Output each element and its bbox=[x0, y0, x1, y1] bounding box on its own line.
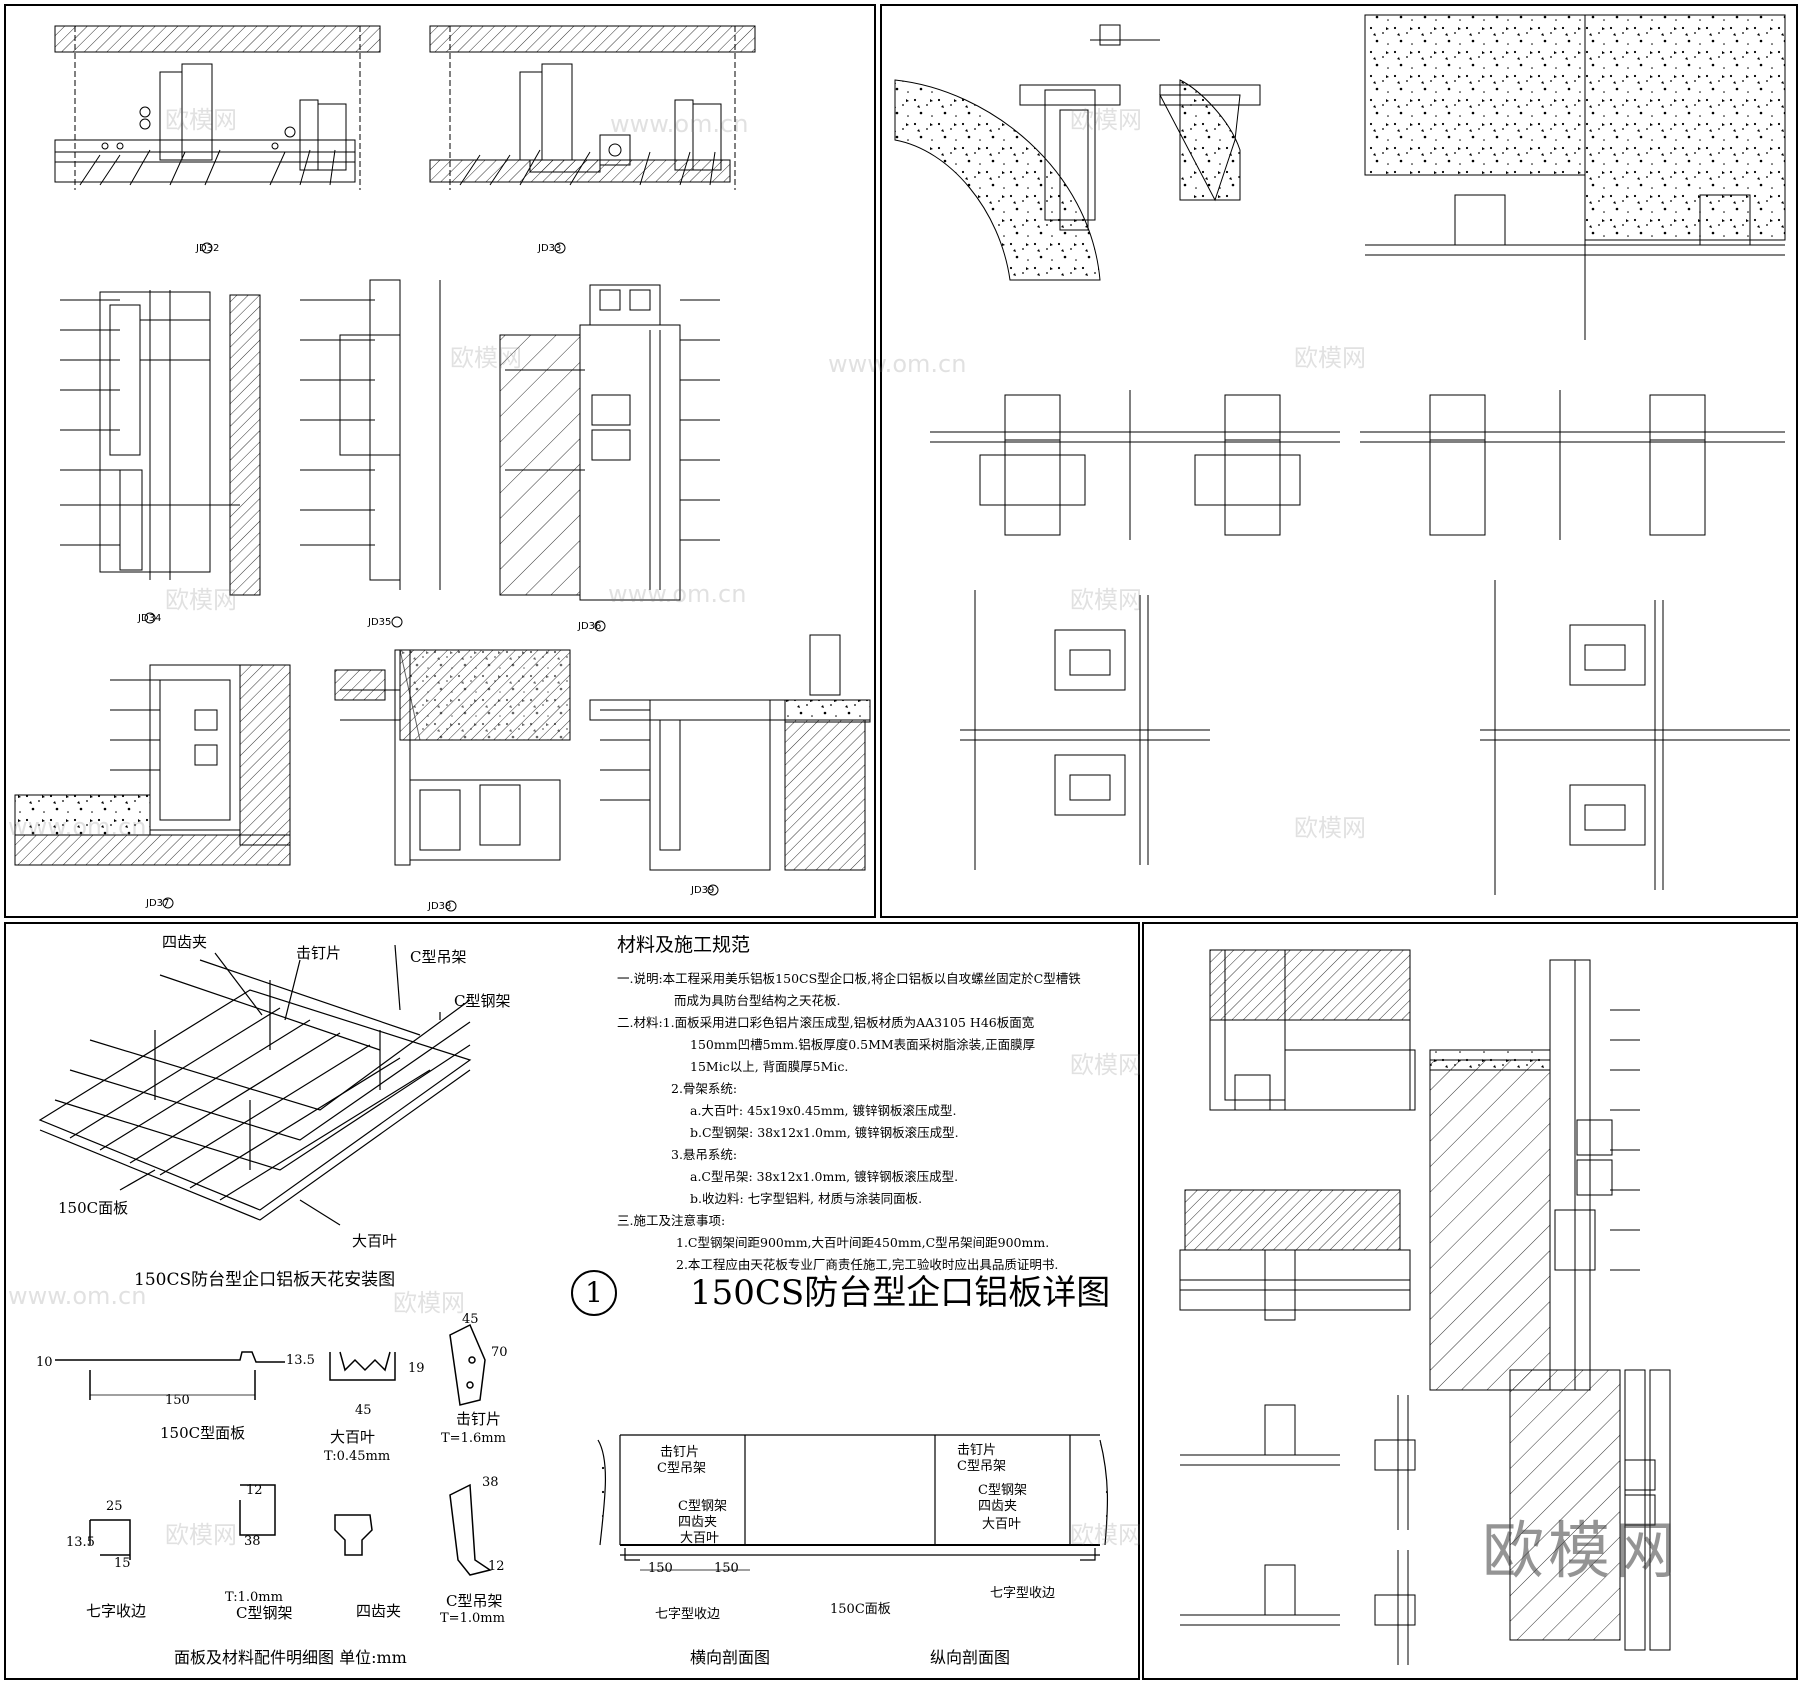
part-name: 七字收边 bbox=[86, 1602, 147, 1620]
part-name: 150C型面板 bbox=[160, 1424, 246, 1442]
watermark: 欧模网 bbox=[165, 1521, 237, 1549]
spec-line: a.C型吊架: 38x12x1.0mm, 镀锌钢板滚压成型. bbox=[690, 1169, 959, 1184]
watermark: www.om.cn bbox=[610, 110, 749, 138]
iso-label-changer: C型吊架 bbox=[410, 948, 467, 966]
dim-label: 10 bbox=[36, 1355, 53, 1370]
dim-label: 12 bbox=[488, 1559, 505, 1574]
spec-line: 而成为具防台型结构之天花板. bbox=[674, 993, 841, 1008]
spec-title: 材料及施工规范 bbox=[617, 934, 751, 956]
part-name: C型钢架 bbox=[236, 1604, 293, 1622]
section-caption: 横向剖面图 bbox=[690, 1648, 771, 1667]
watermark: 欧模网 bbox=[1070, 586, 1142, 614]
part-name: C型吊架 bbox=[446, 1592, 503, 1610]
spec-line: 2.骨架系统: bbox=[671, 1081, 738, 1096]
dim-label: 25 bbox=[106, 1499, 123, 1514]
detail-code: JD39 bbox=[691, 885, 715, 896]
iso-label-nail: 击钉片 bbox=[296, 944, 342, 962]
dim-label: 150 bbox=[648, 1561, 673, 1576]
detail-code: JD38 bbox=[428, 901, 452, 912]
watermark-large: 欧模网 bbox=[1482, 1514, 1681, 1587]
iso-label-cframe: C型钢架 bbox=[454, 992, 511, 1010]
dim-label: 13.5 bbox=[66, 1535, 95, 1550]
part-spec: T:0.45mm bbox=[324, 1449, 391, 1464]
section-label: 大百叶 bbox=[680, 1531, 720, 1546]
section-label: C型钢架 bbox=[678, 1499, 727, 1514]
section-label: 四齿夹 bbox=[678, 1515, 718, 1530]
part-spec: T=1.0mm bbox=[440, 1611, 505, 1626]
section-label: C型钢架 bbox=[978, 1483, 1027, 1498]
section-label: C型吊架 bbox=[657, 1461, 706, 1476]
spec-line: b.C型钢架: 38x12x1.0mm, 镀锌钢板滚压成型. bbox=[690, 1125, 959, 1140]
section-label: 150C面板 bbox=[830, 1602, 891, 1617]
spec-line: 150mm凹槽5mm.铝板厚度0.5MM表面采树脂涂装,正面膜厚 bbox=[690, 1037, 1036, 1052]
detail-code: JD34 bbox=[138, 613, 162, 624]
section-label: 击钉片 bbox=[957, 1443, 997, 1458]
spec-line: 二.材料:1.面板采用进口彩色铝片滚压成型,铝板材质为AA3105 H46板面宽 bbox=[617, 1015, 1035, 1030]
dim-label: 150 bbox=[165, 1393, 190, 1408]
section-label: 七字型收边 bbox=[655, 1607, 721, 1622]
iso-label-panel: 150C面板 bbox=[58, 1199, 129, 1217]
spec-line: a.大百叶: 45x19x0.45mm, 镀锌钢板滚压成型. bbox=[690, 1103, 957, 1118]
dim-label: 19 bbox=[408, 1361, 425, 1376]
spec-line: 三.施工及注意事项: bbox=[617, 1213, 726, 1228]
part-name: 大百叶 bbox=[330, 1428, 376, 1446]
dim-label: 45 bbox=[355, 1403, 372, 1418]
watermark: 欧模网 bbox=[393, 1289, 465, 1317]
part-spec: T=1.6mm bbox=[441, 1431, 506, 1446]
detail-code: JD33 bbox=[538, 243, 562, 254]
watermark: 欧模网 bbox=[1070, 1051, 1142, 1079]
dim-label: 150 bbox=[714, 1561, 739, 1576]
spec-line: b.收边料: 七字型铝料, 材质与涂装同面板. bbox=[690, 1191, 923, 1206]
dim-label: 13.5 bbox=[286, 1353, 315, 1368]
watermark: 欧模网 bbox=[450, 344, 522, 372]
section-label: 七字型收边 bbox=[990, 1586, 1056, 1601]
dim-label: 45 bbox=[462, 1312, 479, 1327]
watermark: www.om.cn bbox=[828, 350, 967, 378]
part-name: 击钉片 bbox=[456, 1410, 502, 1428]
section-label: 四齿夹 bbox=[978, 1499, 1018, 1514]
section-caption: 纵向剖面图 bbox=[930, 1648, 1011, 1667]
watermark: 欧模网 bbox=[165, 586, 237, 614]
dim-label: 70 bbox=[491, 1345, 508, 1360]
watermark: www.om.cn bbox=[8, 1282, 147, 1310]
spec-line: 1.C型钢架间距900mm,大百叶间距450mm,C型吊架间距900mm. bbox=[676, 1235, 1050, 1250]
spec-line: 2.本工程应由天花板专业厂商责任施工,完工验收时应出具品质证明书. bbox=[676, 1257, 1059, 1272]
detail-code: JD36 bbox=[578, 621, 602, 632]
part-name: 四齿夹 bbox=[356, 1602, 402, 1620]
iso-caption: 150CS防台型企口铝板天花安装图 bbox=[134, 1270, 396, 1290]
dim-label: 12 bbox=[246, 1483, 263, 1498]
watermark: 欧模网 bbox=[165, 106, 237, 134]
main-title: 150CS防台型企口铝板详图 bbox=[690, 1273, 1111, 1313]
iso-label-louver: 大百叶 bbox=[352, 1232, 398, 1250]
watermark: 欧模网 bbox=[1070, 106, 1142, 134]
watermark: 欧模网 bbox=[1294, 344, 1366, 372]
section-label: C型吊架 bbox=[957, 1459, 1006, 1474]
spec-line: 3.悬吊系统: bbox=[671, 1147, 738, 1162]
section-label: 击钉片 bbox=[660, 1445, 700, 1460]
watermark: 欧模网 bbox=[1070, 1521, 1142, 1549]
detail-code: JD37 bbox=[146, 898, 170, 909]
detail-code: JD35 bbox=[368, 617, 392, 628]
watermark: www.om.cn bbox=[608, 580, 747, 608]
watermark: 欧模网 bbox=[1294, 814, 1366, 842]
iso-label-clip4: 四齿夹 bbox=[162, 933, 208, 951]
dim-label: 38 bbox=[244, 1534, 261, 1549]
dim-label: 38 bbox=[482, 1475, 499, 1490]
watermark: www.om.cn bbox=[8, 813, 147, 841]
section-label: 大百叶 bbox=[982, 1517, 1022, 1532]
part-spec: T:1.0mm bbox=[225, 1590, 283, 1605]
spec-line: 15Mic以上, 背面膜厚5Mic. bbox=[690, 1059, 849, 1074]
detail-code: JD32 bbox=[196, 243, 220, 254]
dim-label: 15 bbox=[114, 1556, 131, 1571]
spec-line: 一.说明:本工程采用美乐铝板150CS型企口板,将企口铝板以自攻螺丝固定於C型槽… bbox=[617, 971, 1081, 986]
detail-number: 1 bbox=[571, 1270, 617, 1316]
parts-caption: 面板及材料配件明细图 单位:mm bbox=[174, 1648, 407, 1667]
